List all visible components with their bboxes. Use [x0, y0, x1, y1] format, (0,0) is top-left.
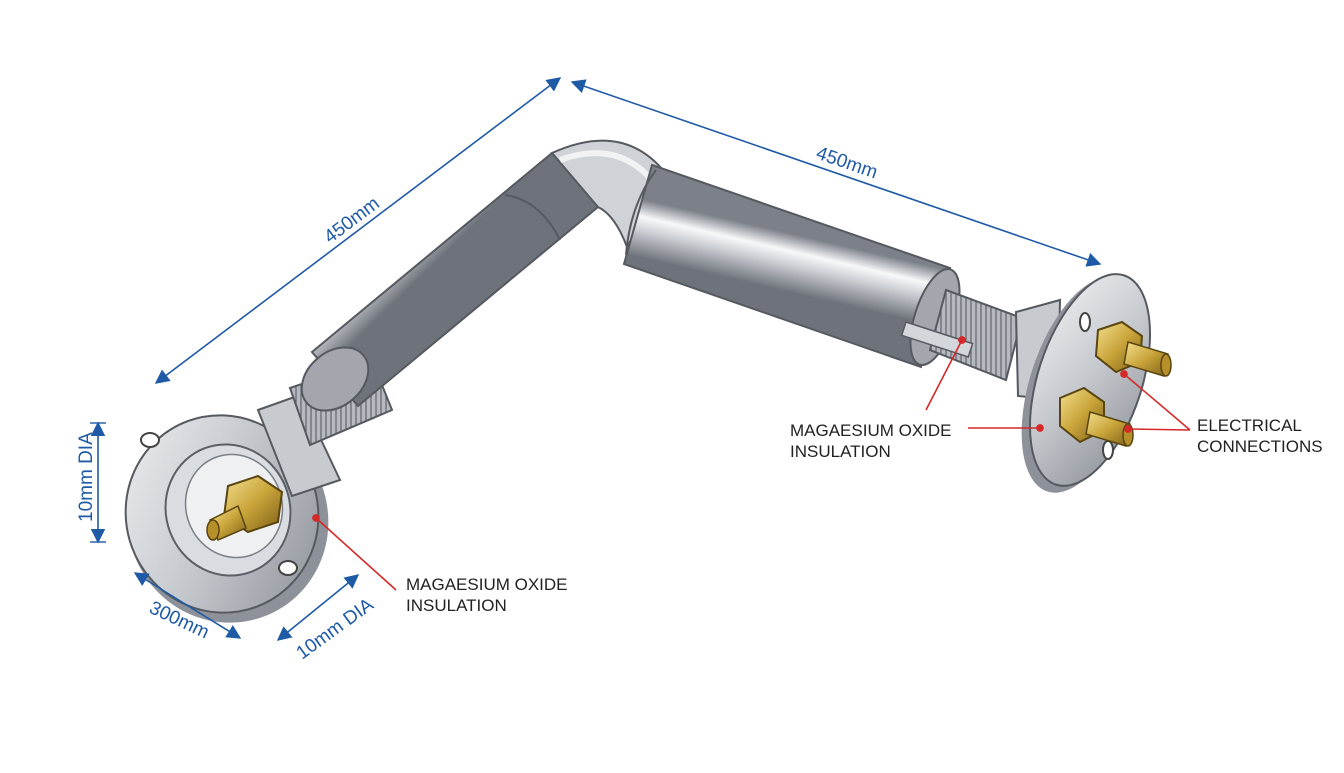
callout-insulation-right: MAGAESIUM OXIDE INSULATION	[790, 336, 1044, 461]
callout-electrical-line1: ELECTRICAL	[1197, 416, 1302, 435]
right-terminals	[1059, 320, 1172, 447]
callout-insulation-right-line2: INSULATION	[790, 442, 891, 461]
bolt-hole-icon	[278, 560, 298, 576]
callout-electrical-line2: CONNECTIONS	[1197, 437, 1323, 456]
callout-insulation-right-line1: MAGAESIUM OXIDE	[790, 421, 952, 440]
left-terminal	[206, 474, 284, 541]
dimension-label-flange-height: 10mm DIA	[76, 432, 97, 522]
callout-insulation-left: MAGAESIUM OXIDE INSULATION	[312, 514, 568, 615]
dimension-flange-height: 10mm DIA	[76, 421, 106, 544]
dimension-label-neck-dia: 10mm DIA	[293, 594, 378, 664]
callout-insulation-left-line2: INSULATION	[406, 596, 507, 615]
callout-electrical: ELECTRICAL CONNECTIONS	[1120, 370, 1323, 456]
bolt-hole-icon	[1102, 440, 1114, 460]
dimension-label-left-arm: 450mm	[320, 193, 383, 248]
bolt-hole-icon	[140, 432, 160, 448]
bolt-hole-icon	[1079, 312, 1091, 332]
callout-insulation-left-line1: MAGAESIUM OXIDE	[406, 575, 568, 594]
